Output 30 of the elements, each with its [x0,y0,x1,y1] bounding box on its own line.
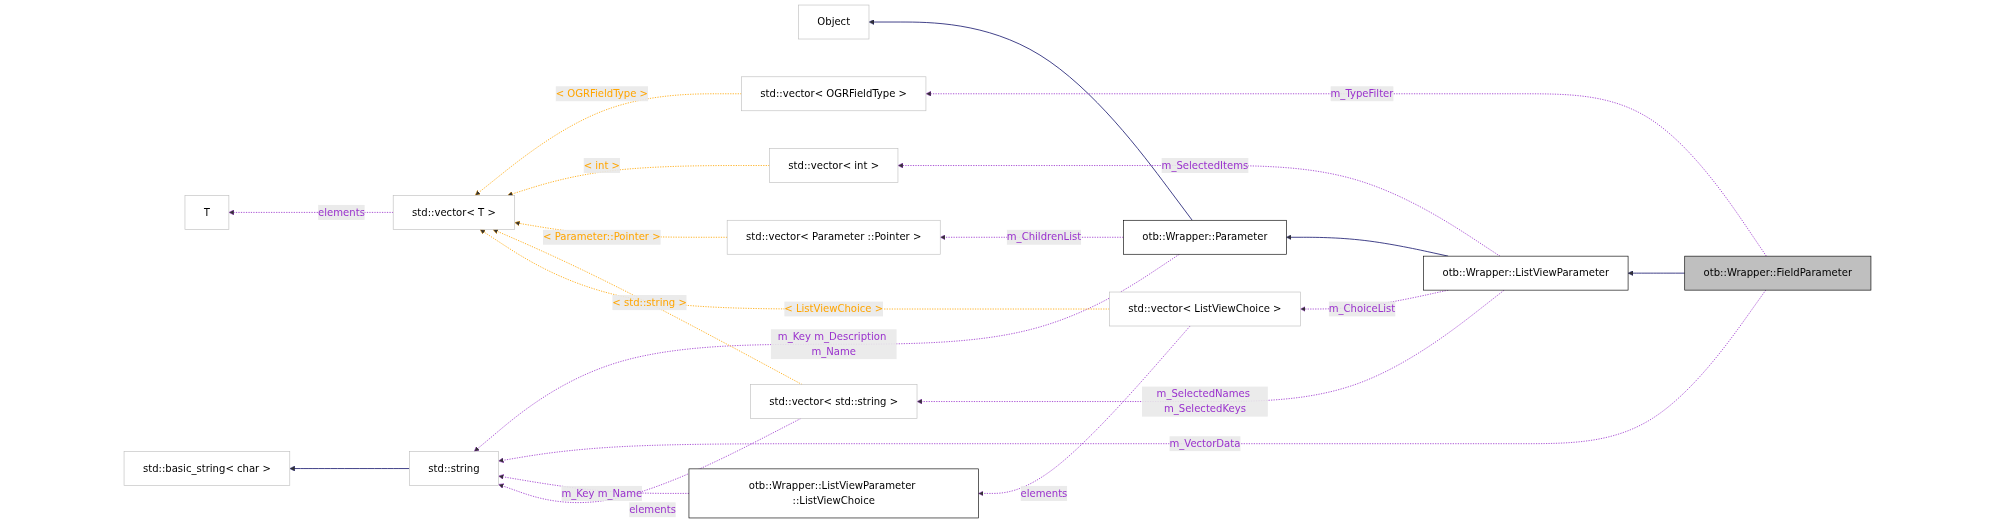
edge-label: < int > [583,159,621,172]
node-box: std::vector< Parameter ::Pointer > [726,219,941,255]
node-box: std::vector< T > [392,195,515,230]
edge-label: m_VectorData [1169,437,1241,450]
node-box: std::vector< std::string > [750,384,918,419]
node-box: otb::Wrapper::FieldParameter [1684,255,1872,291]
node-box: T [184,195,230,230]
edge-label: m_ChoiceList [1328,302,1396,315]
node-box: otb::Wrapper::ListViewParameter [1423,255,1629,291]
edge-label: m_ChildrenList [1006,230,1082,243]
node-box: std::string [409,451,499,486]
edge-label: m_SelectedItems [1161,159,1249,172]
edge-label: < Parameter::Pointer > [543,230,661,243]
node-box: std::vector< OGRFieldType > [741,76,927,112]
edge-label: < std::string > [612,296,687,309]
node-box: otb::Wrapper::ListViewParameter ::ListViewChoice [688,468,979,519]
node-box: std::vector< int > [769,148,899,183]
edge-label: < OGRFieldType > [555,87,649,100]
node-box: otb::Wrapper::Parameter [1123,219,1287,255]
node-box: std::basic_string< char > [123,451,291,486]
edge-label: < ListViewChoice > [784,302,884,315]
edge-label: m_SelectedNames m_SelectedKeys [1156,387,1251,415]
edge-label: m_TypeFilter [1330,87,1394,100]
edge-label: m_Key m_Name [561,487,643,500]
edge-label: elements [318,206,365,219]
edge-label: m_Key m_Description m_Name [777,330,887,358]
node-box: std::vector< ListViewChoice > [1109,291,1301,327]
edge-label: elements [629,503,676,516]
edge-label: elements [1020,487,1068,500]
node-box: Object [798,4,870,40]
